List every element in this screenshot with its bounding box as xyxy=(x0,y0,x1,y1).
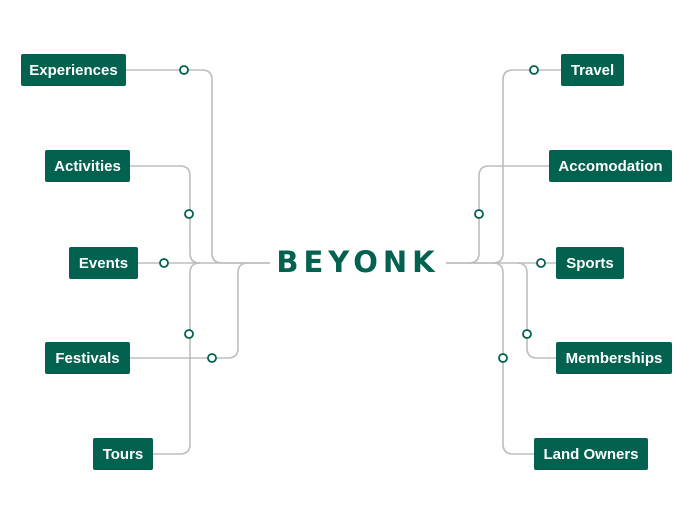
node-travel[interactable]: Travel xyxy=(561,54,624,86)
connector-dot xyxy=(159,258,169,268)
brand-logo: BEYONK xyxy=(276,245,440,279)
connector-dot xyxy=(536,258,546,268)
node-activities[interactable]: Activities xyxy=(45,150,130,182)
connector-dot xyxy=(522,329,532,339)
connector-dot xyxy=(474,209,484,219)
connector-dot xyxy=(184,329,194,339)
connector-dot xyxy=(529,65,539,75)
connector-dot xyxy=(498,353,508,363)
connector-land-owners xyxy=(492,262,534,455)
node-land-owners[interactable]: Land Owners xyxy=(534,438,648,470)
connector-accomodation xyxy=(468,165,549,264)
node-festivals[interactable]: Festivals xyxy=(45,342,130,374)
connector-festivals xyxy=(130,262,249,359)
connector-memberships xyxy=(516,262,556,359)
node-events[interactable]: Events xyxy=(69,247,138,279)
connector-activities xyxy=(130,165,201,264)
node-accomodation[interactable]: Accomodation xyxy=(549,150,672,182)
connector-dot xyxy=(207,353,217,363)
node-experiences[interactable]: Experiences xyxy=(21,54,126,86)
node-memberships[interactable]: Memberships xyxy=(556,342,672,374)
connector-dot xyxy=(179,65,189,75)
node-tours[interactable]: Tours xyxy=(93,438,153,470)
connector-dot xyxy=(184,209,194,219)
node-sports[interactable]: Sports xyxy=(556,247,624,279)
connector-tours xyxy=(153,262,201,455)
